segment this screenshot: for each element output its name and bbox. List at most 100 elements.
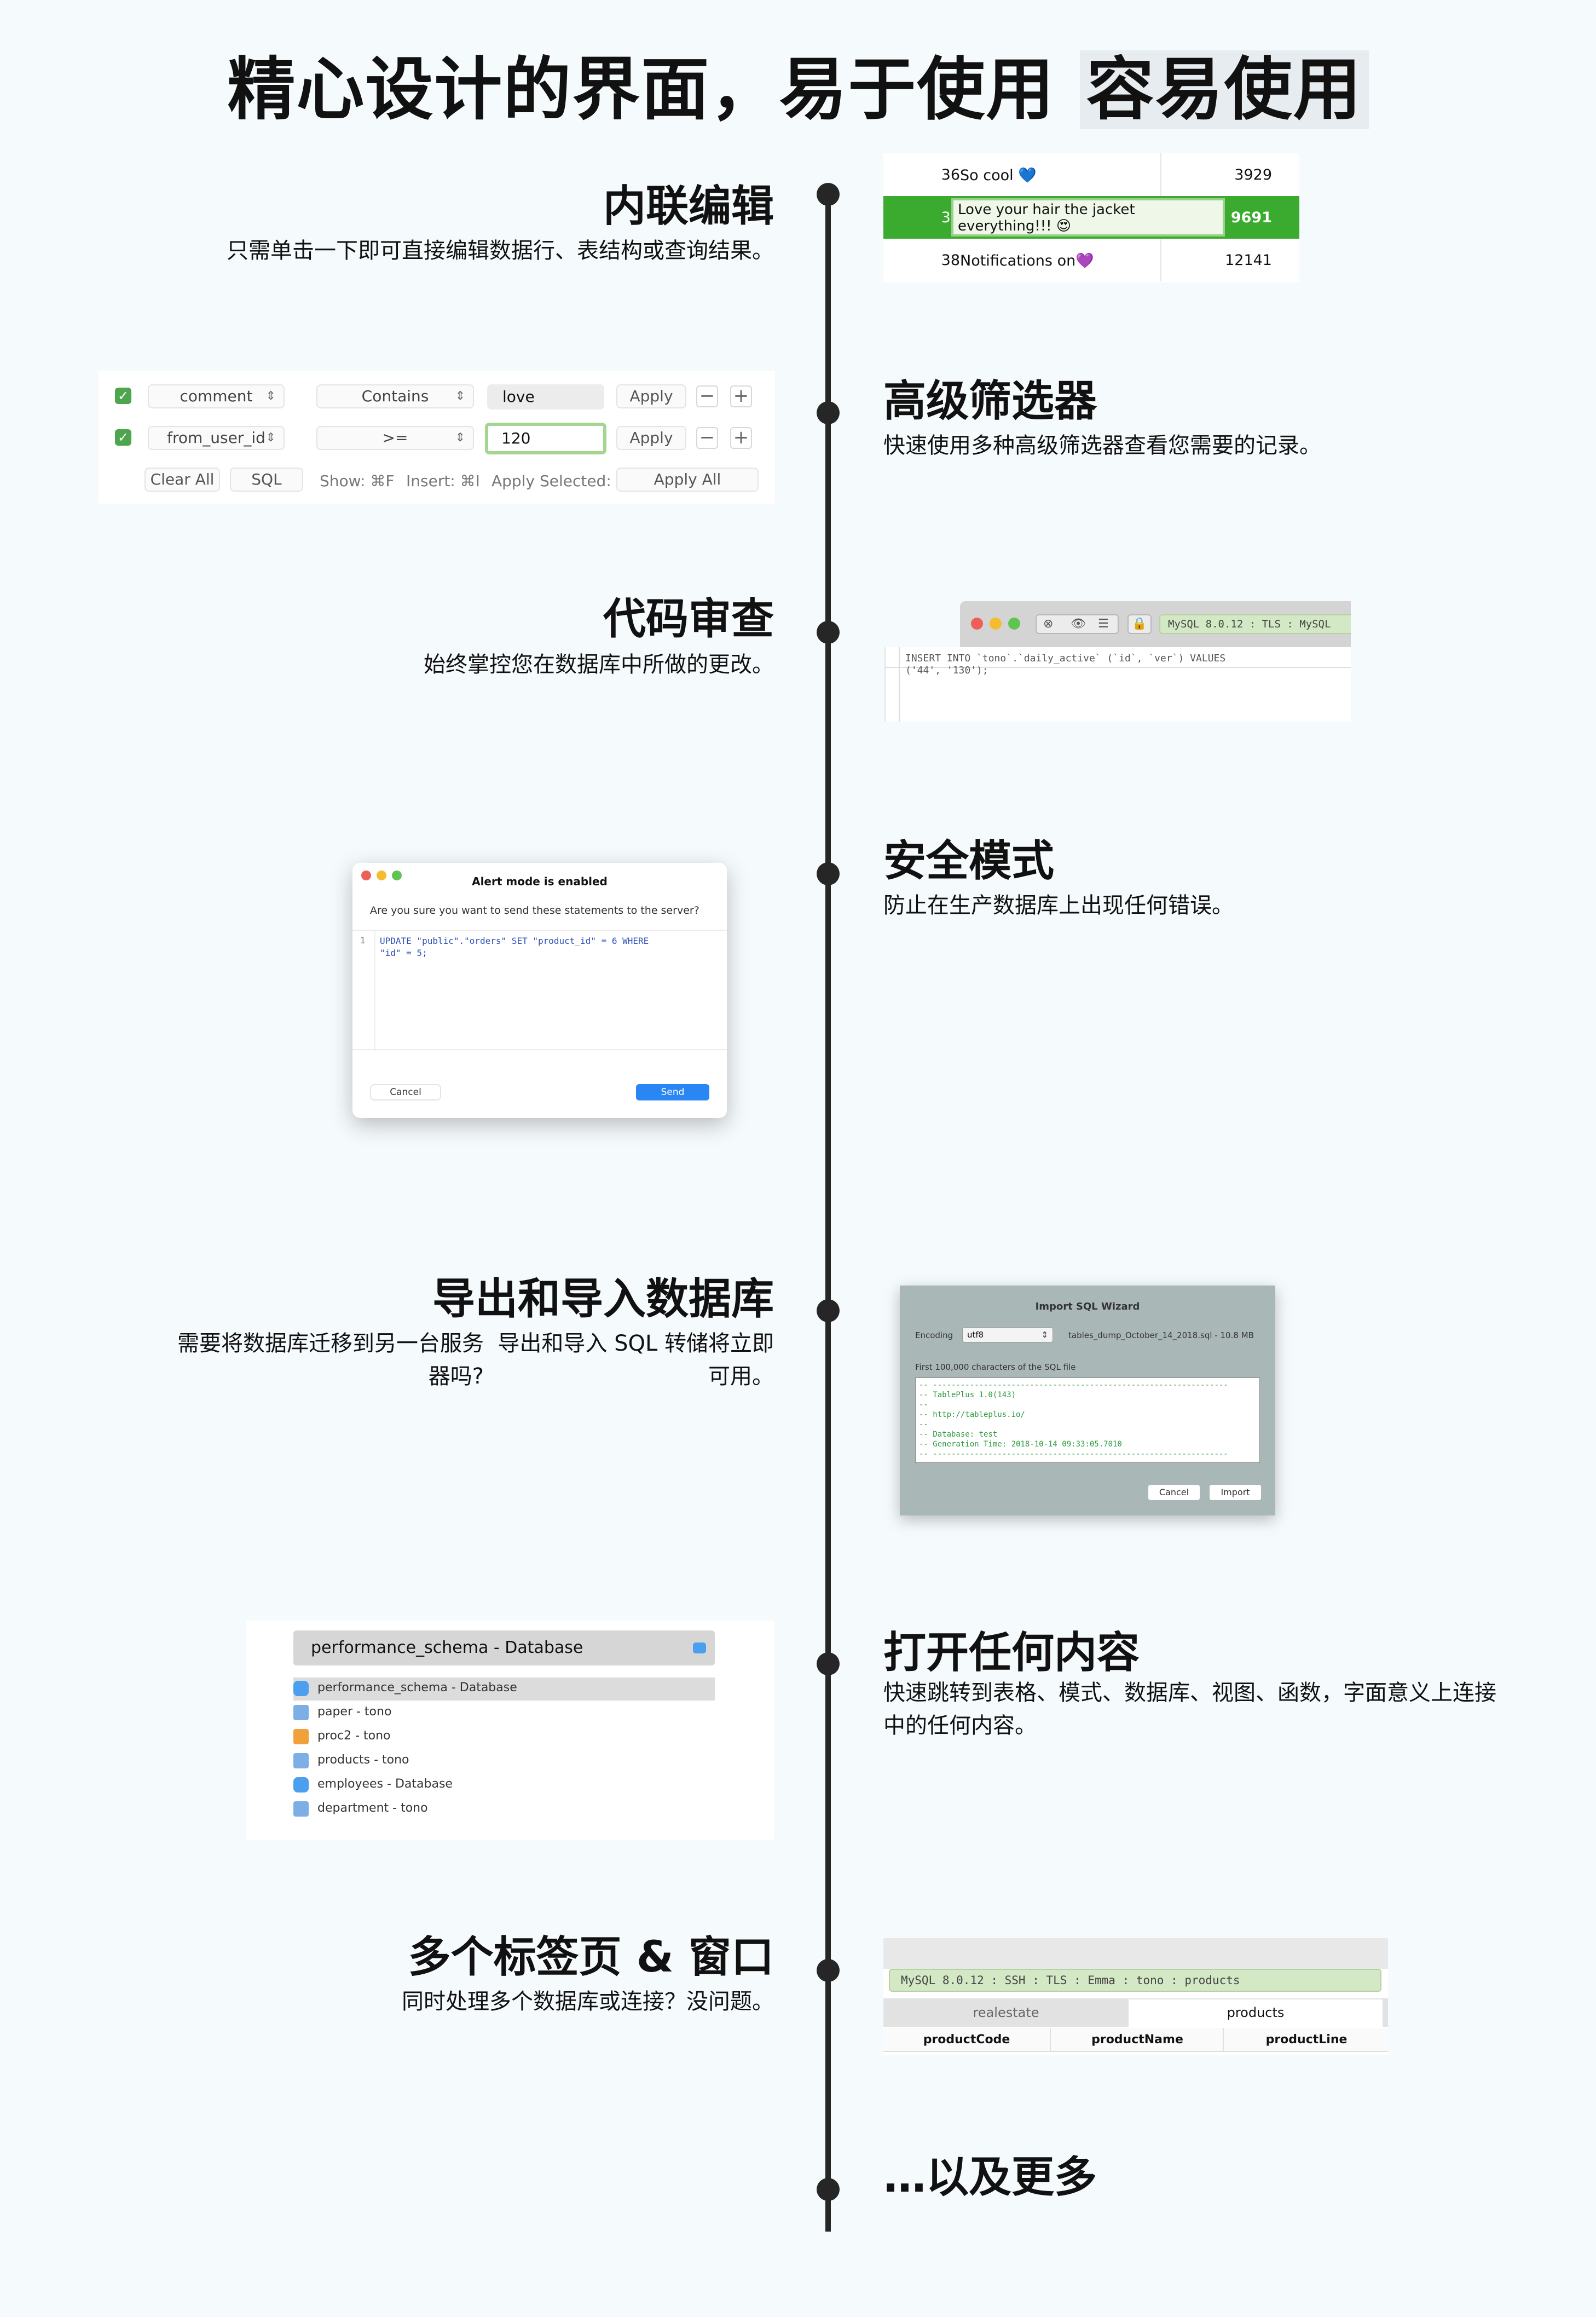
- filter-field-select[interactable]: comment⇕: [148, 384, 285, 408]
- database-icon: [293, 1681, 309, 1696]
- row-count: 3929: [1234, 166, 1272, 183]
- timeline-dot: [817, 1959, 840, 1982]
- encoding-select[interactable]: utf8⇕: [962, 1327, 1053, 1342]
- close-window-icon[interactable]: [361, 871, 371, 880]
- function-icon: [293, 1729, 309, 1744]
- column-divider: [1160, 153, 1161, 196]
- table-icon: [293, 1801, 309, 1817]
- alert-message: Are you sure you want to send these stat…: [370, 904, 699, 917]
- filter-operator-select[interactable]: >=⇕: [316, 426, 474, 450]
- zoom-window-icon[interactable]: [392, 871, 402, 880]
- list-icon[interactable]: ☰: [1098, 617, 1109, 631]
- import-export-title: 导出和导入数据库: [432, 1275, 774, 1324]
- apply-all-button[interactable]: Apply All: [616, 468, 759, 492]
- code-review-editor: INSERT INTO `tono`.`daily_active` (`id`,…: [884, 647, 1351, 722]
- tabs-title: 多个标签页 & 窗口: [408, 1933, 774, 1982]
- filter-operator-select[interactable]: Contains⇕: [316, 384, 474, 408]
- import-export-desc-left: 需要将数据库迁移到另一台服务器吗?: [177, 1331, 484, 1389]
- code-review-window: ⊗ 👁 ☰ 🔒 MySQL 8.0.12 : TLS : MySQL INSER…: [884, 601, 1351, 722]
- alert-title: Alert mode is enabled: [472, 875, 608, 888]
- tabs-window: MySQL 8.0.12 : SSH : TLS : Emma : tono :…: [883, 1938, 1388, 2055]
- tab-realestate[interactable]: realestate: [973, 2005, 1039, 2020]
- column-header[interactable]: productCode: [883, 2028, 1051, 2052]
- connection-status: MySQL 8.0.12 : SSH : TLS : Emma : tono :…: [889, 1969, 1381, 1992]
- timeline-dot: [817, 183, 840, 206]
- inline-edit-title: 内联编辑: [603, 182, 774, 231]
- sql-preview: INSERT INTO `tono`.`daily_active` (`id`,…: [905, 653, 1226, 676]
- insert-shortcut: Insert: ⌘I: [406, 472, 480, 490]
- line-number: 1: [360, 935, 366, 946]
- inline-edit-field[interactable]: Love your hair the jacket everything!!! …: [951, 198, 1225, 237]
- remove-filter-button[interactable]: −: [696, 385, 718, 407]
- remove-filter-button[interactable]: −: [696, 427, 718, 449]
- title-main: 精心设计的界面，易于使用: [227, 50, 1055, 129]
- row-count: 9691: [1230, 209, 1272, 226]
- database-icon: [293, 1777, 309, 1792]
- code-review-title: 代码审查: [603, 595, 774, 644]
- list-item-selected[interactable]: performance_schema - Database: [293, 1678, 715, 1701]
- row-id: 36: [941, 166, 960, 183]
- timeline-line: [825, 195, 831, 2232]
- timeline-dot: [817, 2178, 840, 2201]
- close-circle-icon[interactable]: ⊗: [1043, 617, 1054, 631]
- filter-checkbox[interactable]: ✓: [115, 429, 131, 446]
- timeline-dot: [817, 621, 840, 644]
- tab-products[interactable]: products: [1129, 1999, 1383, 2027]
- open-anything-panel: performance_schema - Database performanc…: [246, 1621, 774, 1840]
- minimize-window-icon[interactable]: [990, 618, 1002, 630]
- table-row-selected[interactable]: 37 Love your hair the jacket everything!…: [883, 196, 1299, 239]
- filters-desc: 快速使用多种高级筛选器查看您需要的记录。: [883, 433, 1321, 458]
- table-row[interactable]: 36 So cool 💙 3929: [883, 153, 1299, 196]
- add-filter-button[interactable]: +: [730, 385, 752, 407]
- sql-button[interactable]: SQL: [230, 468, 303, 492]
- code-review-desc: 始终掌控您在数据库中所做的更改。: [424, 652, 774, 677]
- clear-all-button[interactable]: Clear All: [144, 468, 220, 492]
- window-titlebar: ⊗ 👁 ☰ 🔒 MySQL 8.0.12 : TLS : MySQL: [960, 601, 1351, 647]
- chevron-updown-icon: ⇕: [455, 431, 465, 445]
- sql-statement-view: 1 UPDATE "public"."orders" SET "product_…: [352, 930, 727, 1051]
- apply-button[interactable]: Apply: [616, 426, 686, 450]
- alert-dialog: Alert mode is enabled Are you sure you w…: [352, 863, 727, 1118]
- row-message: Notifications on💜: [960, 252, 1094, 269]
- wizard-title: Import SQL Wizard: [1035, 1301, 1140, 1312]
- row-message: So cool 💙: [960, 167, 1037, 184]
- table-row[interactable]: 38 Notifications on💜 12141: [883, 239, 1299, 281]
- timeline-dot: [817, 862, 840, 885]
- import-button[interactable]: Import: [1210, 1485, 1261, 1500]
- cancel-button[interactable]: Cancel: [1148, 1485, 1200, 1500]
- open-anything-desc: 快速跳转到表格、模式、数据库、视图、函数，字面意义上连接中的任何内容。: [883, 1680, 1496, 1738]
- open-anything-search[interactable]: performance_schema - Database: [293, 1630, 715, 1665]
- apply-selected-label: Apply Selected:: [491, 472, 611, 490]
- filter-value-input[interactable]: love: [487, 384, 604, 410]
- minimize-window-icon[interactable]: [377, 871, 386, 880]
- eye-icon[interactable]: 👁: [1071, 617, 1086, 631]
- filter-field-select[interactable]: from_user_id⇕: [148, 426, 285, 450]
- column-header[interactable]: productLine: [1265, 2033, 1348, 2047]
- chevron-updown-icon: ⇕: [455, 389, 465, 403]
- add-filter-button[interactable]: +: [730, 427, 752, 449]
- more-title: …以及更多: [883, 2153, 1097, 2202]
- connection-status: MySQL 8.0.12 : TLS : MySQL: [1159, 614, 1351, 634]
- cancel-button[interactable]: Cancel: [370, 1084, 441, 1100]
- page-title: 精心设计的界面，易于使用 容易使用: [0, 34, 1596, 132]
- safe-mode-title: 安全模式: [883, 837, 1055, 886]
- filter-panel: ✓ comment⇕ Contains⇕ love Apply − + ✓ fr…: [99, 371, 775, 504]
- row-count: 12141: [1225, 252, 1272, 269]
- column-header[interactable]: productName: [1052, 2028, 1224, 2052]
- filter-value-input-focused[interactable]: 120: [485, 423, 606, 454]
- timeline-dot: [817, 1652, 840, 1675]
- lock-icon[interactable]: 🔒: [1127, 614, 1152, 634]
- import-sql-wizard: Import SQL Wizard Encoding utf8⇕ tables_…: [900, 1286, 1275, 1515]
- column-header-row: productCode productName productLine: [883, 2028, 1388, 2052]
- send-button[interactable]: Send: [636, 1084, 709, 1100]
- apply-button[interactable]: Apply: [616, 384, 686, 408]
- line-gutter: [246, 1621, 277, 1840]
- encoding-label: Encoding: [915, 1330, 953, 1340]
- filter-checkbox[interactable]: ✓: [115, 388, 131, 404]
- zoom-window-icon[interactable]: [1008, 618, 1020, 630]
- open-anything-title: 打开任何内容: [883, 1628, 1140, 1678]
- safe-mode-desc: 防止在生产数据库上出现任何错误。: [883, 893, 1234, 918]
- inline-edit-table: 36 So cool 💙 3929 37 Love your hair the …: [883, 153, 1299, 283]
- close-window-icon[interactable]: [971, 618, 983, 630]
- toolbar-segment: ⊗ 👁 ☰: [1036, 614, 1119, 634]
